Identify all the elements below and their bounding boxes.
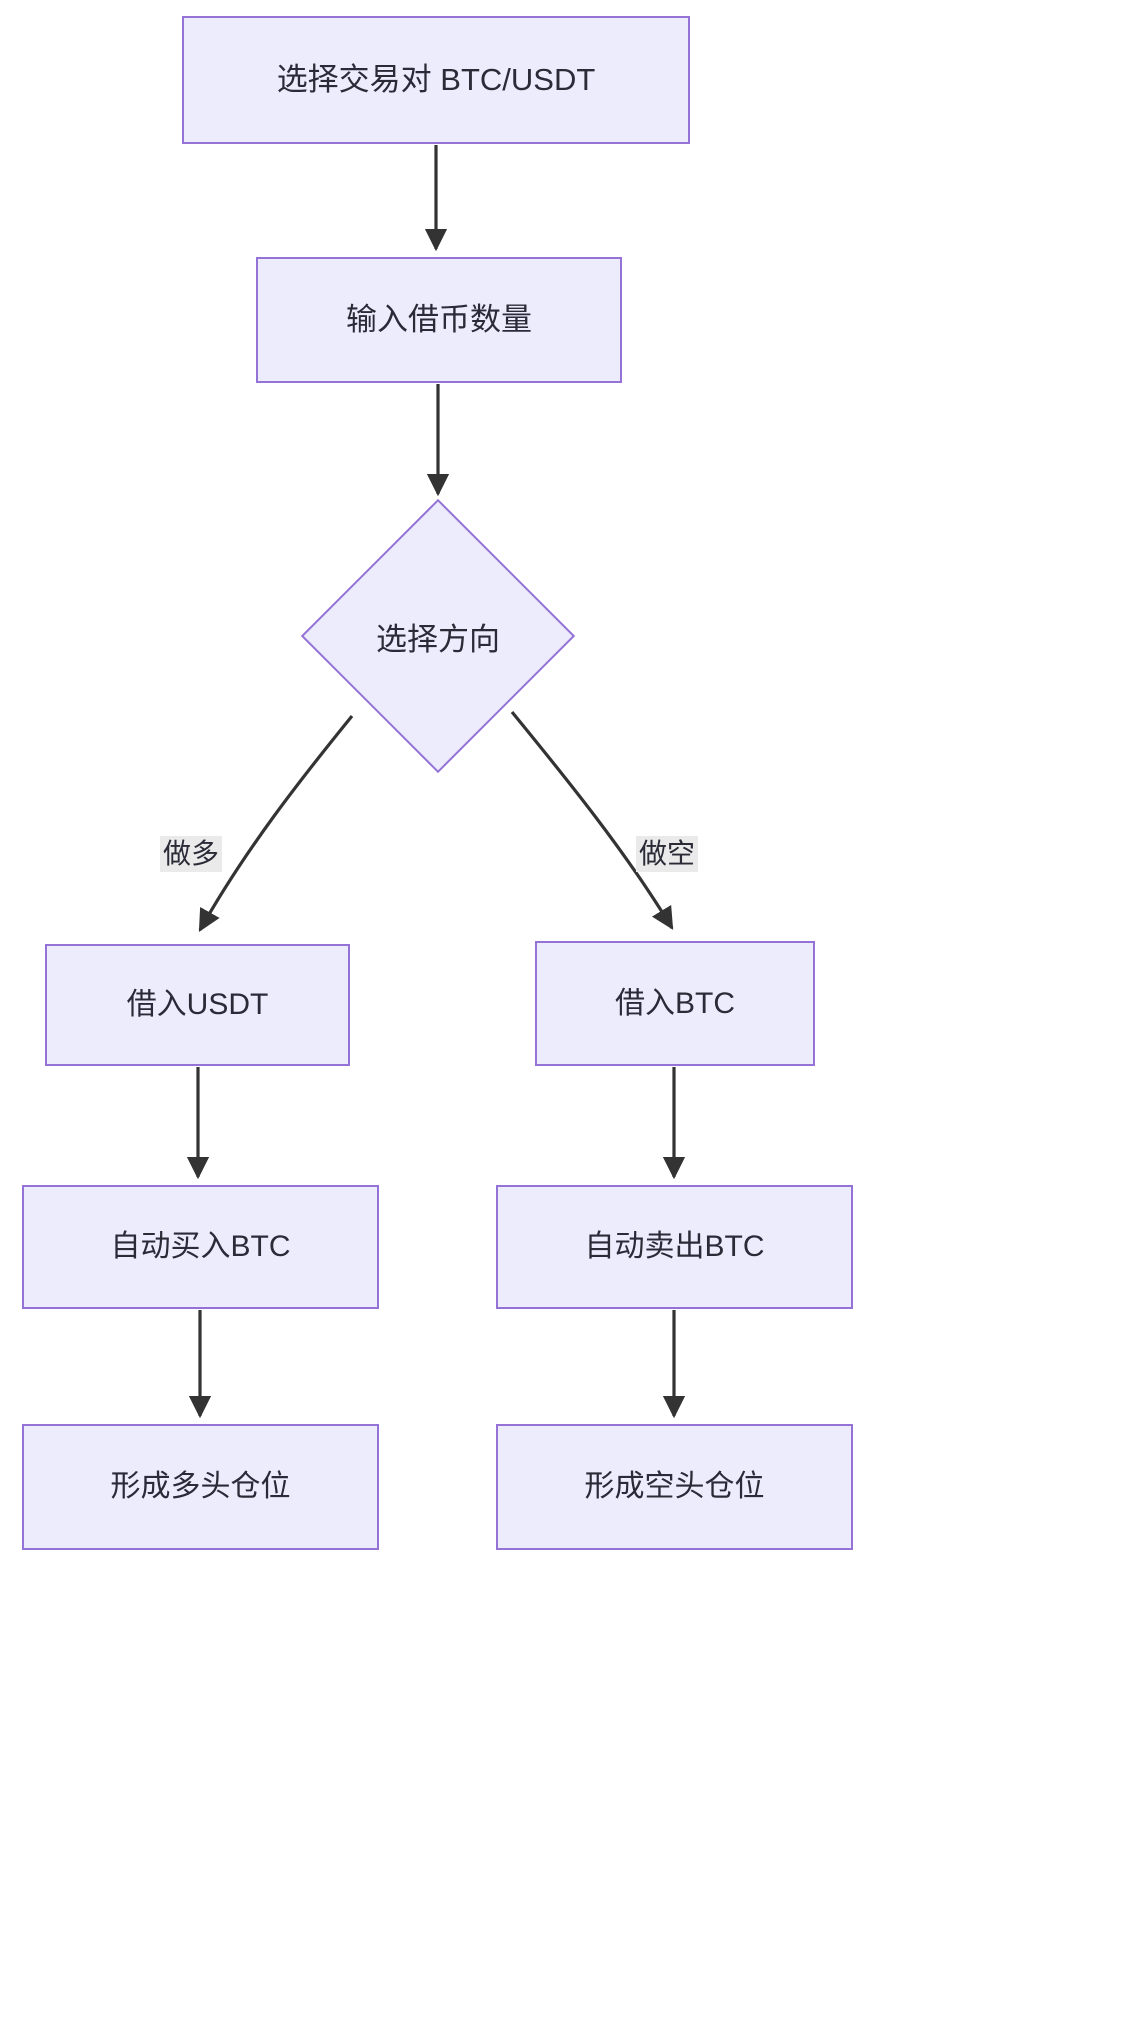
node-label: 形成空头仓位 <box>584 1470 765 1504</box>
node-select-direction[interactable]: 选择方向 <box>300 498 576 774</box>
node-short-position-formed[interactable]: 形成空头仓位 <box>496 1424 853 1550</box>
node-auto-sell-btc[interactable]: 自动卖出BTC <box>496 1185 853 1309</box>
node-label: 选择方向 <box>376 621 500 657</box>
node-label-wrapper: 选择方向 <box>341 539 535 733</box>
node-borrow-btc[interactable]: 借入BTC <box>535 941 815 1066</box>
node-label: 自动买入BTC <box>110 1230 291 1264</box>
node-label: 输入借币数量 <box>346 301 532 337</box>
node-input-borrow-amount[interactable]: 输入借币数量 <box>256 257 622 383</box>
node-label: 借入BTC <box>615 986 735 1020</box>
node-select-trading-pair[interactable]: 选择交易对 BTC/USDT <box>182 16 690 144</box>
node-label: 自动卖出BTC <box>584 1230 765 1264</box>
node-label: 形成多头仓位 <box>110 1470 291 1504</box>
node-label: 选择交易对 BTC/USDT <box>276 61 596 97</box>
edge-n3-n4 <box>198 714 354 932</box>
node-label: 借入USDT <box>126 988 269 1022</box>
node-auto-buy-btc[interactable]: 自动买入BTC <box>22 1185 379 1309</box>
edge-label-long: 做多 <box>160 836 223 872</box>
edge-n3-n5 <box>510 710 674 930</box>
edge-label-short: 做空 <box>636 836 699 872</box>
node-long-position-formed[interactable]: 形成多头仓位 <box>22 1424 379 1550</box>
node-borrow-usdt[interactable]: 借入USDT <box>45 944 350 1066</box>
